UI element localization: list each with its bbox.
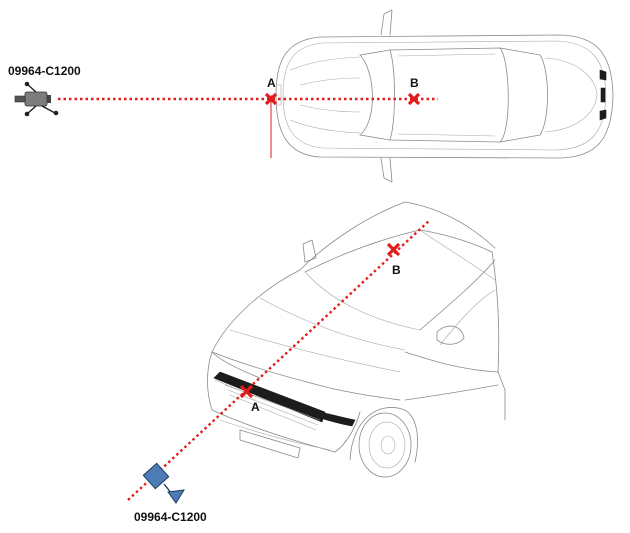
tool-label-perspective: 09964-C1200 bbox=[134, 510, 207, 524]
marker-b-perspective-icon bbox=[386, 242, 401, 257]
alignment-tool-top-icon bbox=[14, 81, 59, 117]
alignment-tool-perspective-icon bbox=[142, 462, 185, 504]
marker-a-perspective-icon bbox=[239, 384, 254, 399]
point-a-label-top: A bbox=[267, 76, 276, 90]
point-a-label-perspective: A bbox=[251, 400, 260, 414]
car-top-view-outline bbox=[275, 9, 614, 183]
car-perspective-outline bbox=[207, 201, 506, 478]
point-b-label-perspective: B bbox=[392, 263, 401, 277]
tool-label-top: 09964-C1200 bbox=[8, 64, 81, 78]
point-b-label-top: B bbox=[410, 76, 419, 90]
laser-beam-perspective bbox=[127, 219, 431, 501]
marker-a-top-icon bbox=[264, 92, 278, 106]
top-view: 09964-C1200 A B bbox=[8, 9, 614, 183]
marker-b-top-icon bbox=[407, 92, 421, 106]
perspective-view: 09964-C1200 A B bbox=[127, 201, 506, 524]
